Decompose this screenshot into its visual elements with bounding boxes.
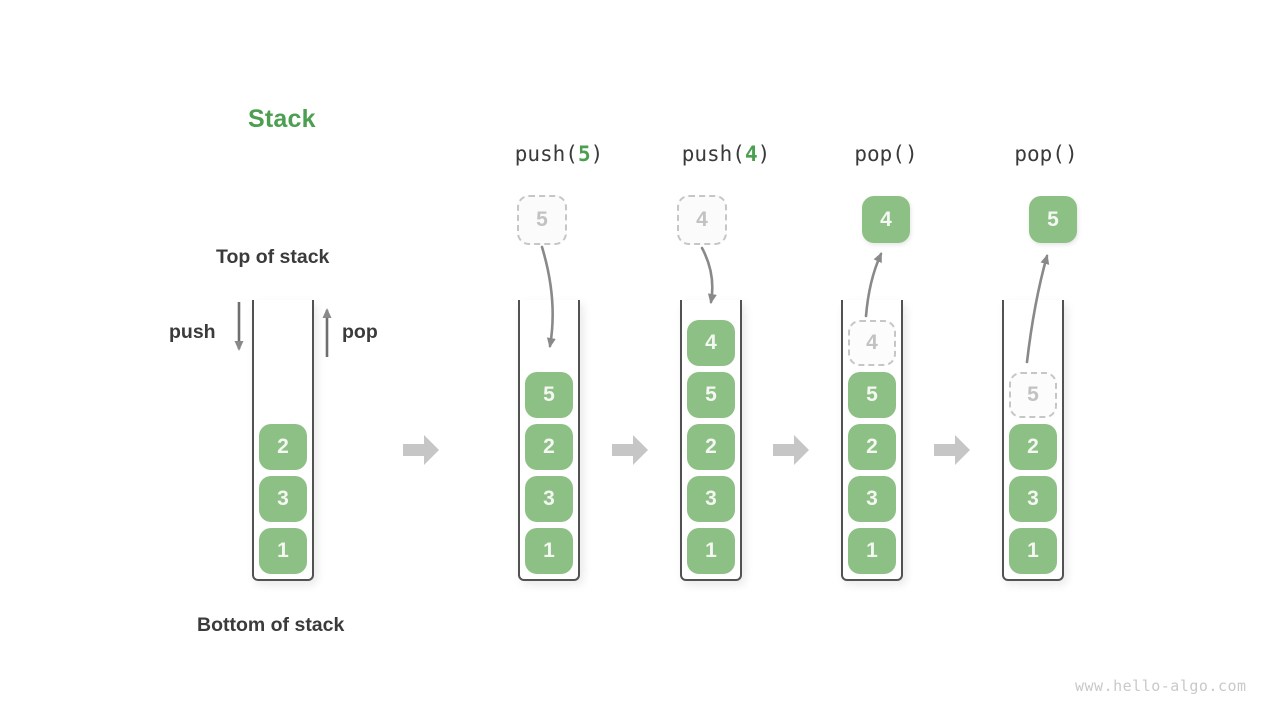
stack-item: 3: [525, 476, 573, 522]
stack-item-ghost: 4: [848, 320, 896, 366]
op-text: ): [590, 142, 604, 166]
push-4-curve-arrow-icon: [700, 246, 717, 304]
stack-item: 1: [259, 528, 307, 574]
flow-arrow-icon: [934, 435, 970, 465]
top-of-stack-label: Top of stack: [216, 246, 330, 268]
op-text: pop(: [854, 142, 905, 166]
stack-item: 2: [1009, 424, 1057, 470]
stack-item-ghost: 5: [1009, 372, 1057, 418]
stack-item: 2: [848, 424, 896, 470]
operation-label-push-4: push(4): [666, 142, 786, 166]
stack-item: 2: [687, 424, 735, 470]
flow-arrow-icon: [612, 435, 648, 465]
stack-item: 2: [525, 424, 573, 470]
stack-item: 4: [687, 320, 735, 366]
stack-item: 5: [525, 372, 573, 418]
operation-label-pop-1: pop(): [826, 142, 946, 166]
pending-item-4: 4: [677, 195, 727, 245]
stack-item: 5: [848, 372, 896, 418]
stack-item: 1: [848, 528, 896, 574]
stack-item: 1: [1009, 528, 1057, 574]
push-label: push: [169, 321, 216, 343]
op-text: ): [904, 142, 918, 166]
stack-container-after-push-4: 4 5 2 3 1: [680, 300, 742, 581]
op-arg: 4: [744, 142, 758, 166]
popped-item-5: 5: [1029, 196, 1077, 243]
diagram-title: Stack: [248, 105, 316, 133]
op-text: pop(: [1014, 142, 1065, 166]
stack-container-after-pop-1: 4 5 2 3 1: [841, 300, 903, 581]
stack-container-initial: 2 3 1: [252, 300, 314, 581]
stack-item: 1: [687, 528, 735, 574]
stack-container-after-pop-2: 5 2 3 1: [1002, 300, 1064, 581]
stack-item: 5: [687, 372, 735, 418]
op-text: ): [1064, 142, 1078, 166]
stack-item: 1: [525, 528, 573, 574]
op-arg: 5: [577, 142, 591, 166]
op-text: ): [757, 142, 771, 166]
pop-label: pop: [342, 321, 378, 343]
flow-arrow-icon: [773, 435, 809, 465]
stack-item: 2: [259, 424, 307, 470]
pending-item-5: 5: [517, 195, 567, 245]
stack-item: 3: [259, 476, 307, 522]
op-text: push(: [681, 142, 745, 166]
operation-label-pop-2: pop(): [986, 142, 1106, 166]
popped-item-4: 4: [862, 196, 910, 243]
stack-item: 3: [848, 476, 896, 522]
stack-item: 3: [687, 476, 735, 522]
op-text: push(: [514, 142, 578, 166]
bottom-of-stack-label: Bottom of stack: [197, 614, 345, 636]
watermark: www.hello-algo.com: [1075, 677, 1247, 695]
stack-item: 3: [1009, 476, 1057, 522]
flow-arrow-icon: [403, 435, 439, 465]
operation-label-push-5: push(5): [499, 142, 619, 166]
stack-container-after-push-5: 5 2 3 1: [518, 300, 580, 581]
